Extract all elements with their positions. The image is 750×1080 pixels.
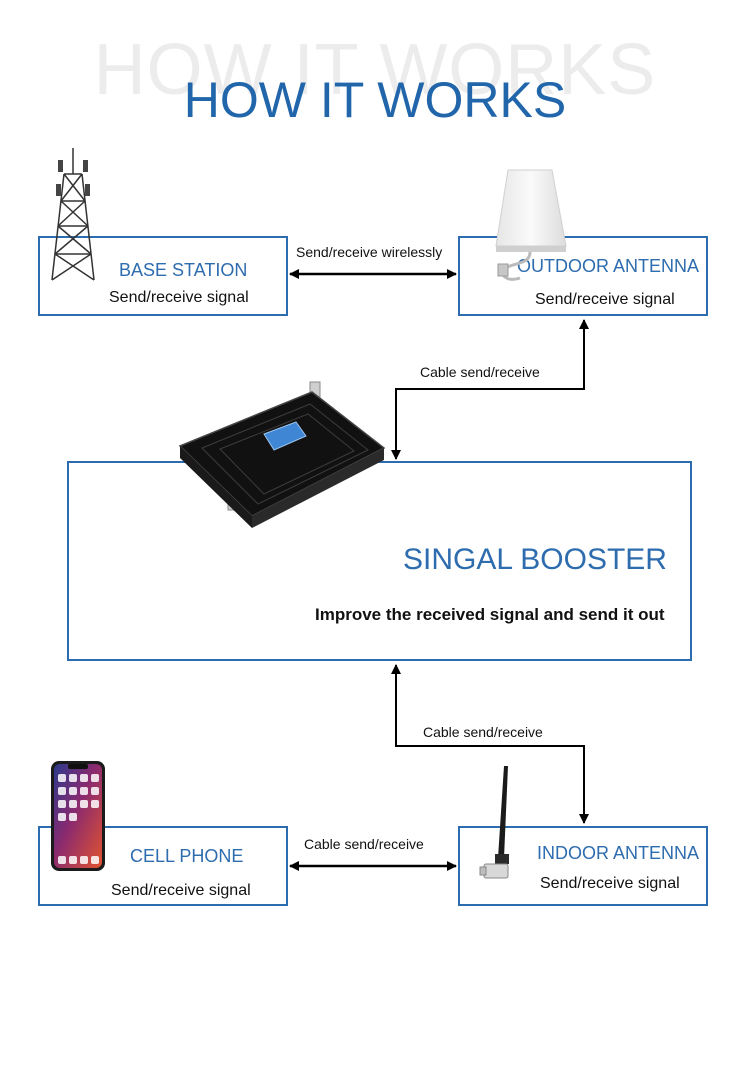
- page-title: HOW IT WORKS: [183, 72, 567, 128]
- repeater-device-icon: [178, 381, 386, 528]
- edge-label-phone-indoor: Cable send/receive: [304, 836, 424, 852]
- whip-antenna-icon: [479, 766, 509, 879]
- arrow-booster-indoor: [391, 664, 589, 824]
- edge-label-base-outdoor: Send/receive wirelessly: [296, 244, 443, 260]
- base-station-title: BASE STATION: [119, 260, 248, 280]
- booster-title: SINGAL BOOSTER: [403, 543, 667, 576]
- arrow-outdoor-booster: [391, 319, 589, 460]
- panel-antenna-icon: [495, 169, 567, 281]
- cell-phone-title: CELL PHONE: [130, 846, 244, 866]
- header-watermark: HOW IT WORKS: [93, 30, 657, 110]
- cell-phone-subtitle: Send/receive signal: [111, 882, 251, 899]
- indoor-antenna-subtitle: Send/receive signal: [540, 875, 680, 892]
- indoor-antenna-title: INDOOR ANTENNA: [537, 843, 700, 863]
- outdoor-antenna-subtitle: Send/receive signal: [535, 291, 675, 308]
- cell-phone-box: [38, 826, 288, 906]
- outdoor-antenna-title: OUTDOOR ANTENNA: [517, 256, 700, 276]
- booster-subtitle: Improve the received signal and send it …: [315, 605, 665, 624]
- base-station-box: [38, 236, 288, 316]
- outdoor-antenna-box: [458, 236, 708, 316]
- cell-tower-icon: [51, 148, 95, 281]
- smartphone-icon: [51, 761, 105, 871]
- base-station-subtitle: Send/receive signal: [109, 289, 249, 306]
- indoor-antenna-box: [458, 826, 708, 906]
